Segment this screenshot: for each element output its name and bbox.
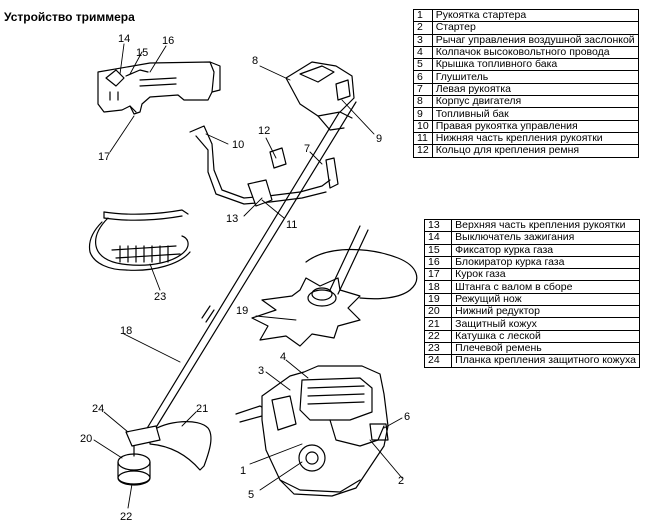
callout-10: 10 (232, 139, 244, 151)
part-name: Кольцо для крепления ремня (431, 144, 639, 158)
callout-21: 21 (196, 403, 208, 415)
part-name: Нижняя часть крепления рукоятки (431, 131, 639, 146)
callout-5: 5 (248, 489, 254, 501)
callout-19: 19 (236, 305, 248, 317)
part-name: Фиксатор курка газа (451, 243, 640, 257)
part-name: Правая рукоятка управления (431, 119, 639, 133)
trimmer-head-drawing (117, 421, 212, 486)
part-number: 13 (423, 218, 453, 233)
callout-15: 15 (136, 47, 148, 59)
part-number: 14 (423, 231, 453, 245)
callout-20: 20 (80, 433, 92, 445)
callout-12: 12 (258, 125, 270, 137)
callout-23: 23 (154, 291, 166, 303)
part-number: 10 (413, 119, 433, 133)
callout-6: 6 (404, 411, 410, 423)
part-name: Планка крепления защитного кожуха (451, 354, 640, 368)
callout-8: 8 (252, 55, 258, 67)
callout-9: 9 (376, 133, 382, 145)
engine-top-drawing (285, 61, 355, 131)
part-name: Рычаг управления воздушной заслонкой (431, 33, 639, 47)
callout-7: 7 (304, 143, 310, 155)
part-number: 24 (423, 354, 453, 368)
part-name: Верхняя часть крепления рукоятки (451, 218, 640, 233)
part-name: Выключатель зажигания (451, 231, 640, 245)
callout-13: 13 (226, 213, 238, 225)
callout-4: 4 (280, 351, 286, 363)
shoulder-strap-drawing (88, 209, 191, 271)
part-name: Колпачок высоковольтного провода (431, 45, 639, 60)
blade-drawing (251, 225, 418, 347)
part-number: 23 (423, 341, 453, 356)
part-number: 4 (413, 45, 433, 60)
shaft-drawing (145, 97, 357, 435)
callout-11: 11 (286, 219, 297, 231)
part-number: 15 (423, 243, 453, 257)
page-title: Устройство триммера (4, 10, 135, 24)
callout-3: 3 (258, 365, 264, 377)
part-name: Стартер (431, 21, 639, 35)
callout-18: 18 (120, 325, 132, 337)
callout-1: 1 (240, 465, 246, 477)
engine-detail-drawing (235, 365, 389, 497)
callout-14: 14 (118, 33, 130, 45)
callout-17: 17 (98, 151, 110, 163)
handlebar-drawing (189, 125, 339, 207)
callout-24: 24 (92, 403, 104, 415)
callout-16: 16 (162, 35, 174, 47)
leader-lines (93, 43, 403, 509)
callout-22: 22 (120, 511, 132, 523)
callout-2: 2 (398, 475, 404, 487)
throttle-handle-drawing (97, 61, 221, 115)
